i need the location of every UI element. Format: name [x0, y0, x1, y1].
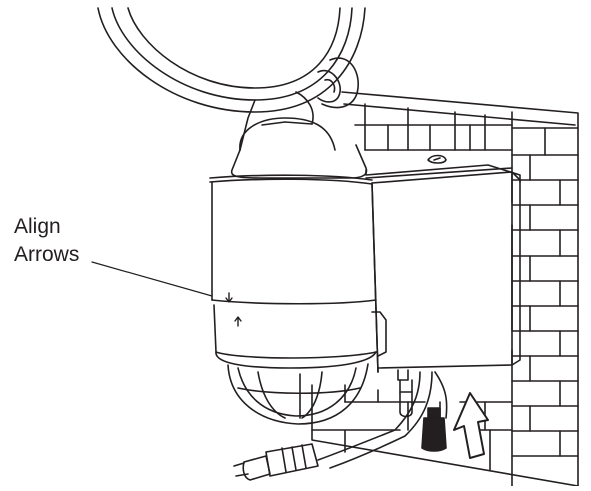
callout-leader-line [91, 261, 213, 297]
align-arrow-up-icon [234, 316, 242, 327]
direction-arrow-icon [453, 392, 489, 459]
hardware [233, 369, 448, 481]
mounting-box [365, 154, 521, 373]
align-arrow-down-icon [225, 292, 233, 303]
sensor-body [209, 174, 387, 425]
callout-label-line2: Arrows [14, 243, 80, 266]
callout-label-line1: Align [14, 215, 61, 238]
lamp-head [97, 7, 368, 179]
